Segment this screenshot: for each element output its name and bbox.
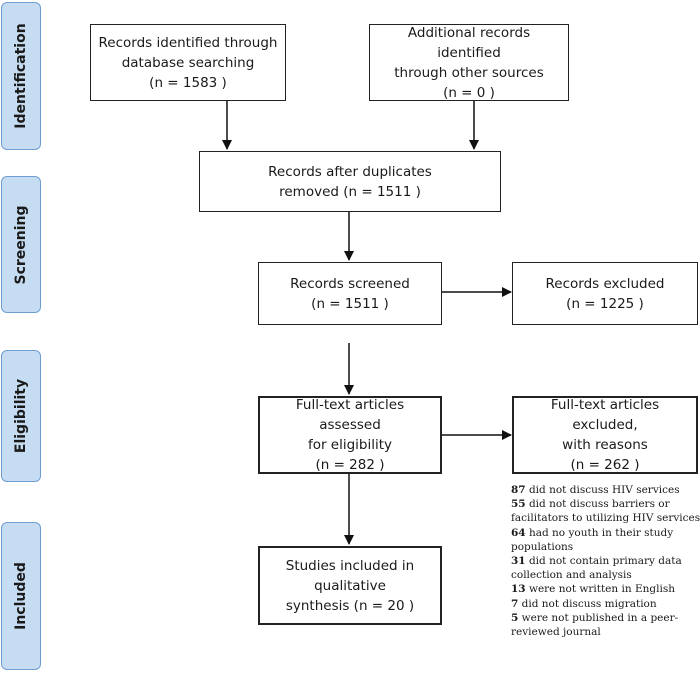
box-database-line1: Records identified through (98, 34, 278, 51)
box-other-line2: through other sources (394, 64, 544, 81)
box-database-line3: (n = 1583 ) (149, 74, 227, 91)
reason-item: 55 did not discuss barriers or facilitat… (511, 498, 700, 525)
box-fulltext-line1: Full-text articles assessed (295, 397, 405, 433)
box-other-line1: Additional records identified (407, 24, 531, 61)
box-included-line2: qualitative (314, 577, 386, 594)
box-duplicates-line1: Records after duplicates (268, 163, 432, 180)
box-fulltext-excluded-line1: Full-text articles excluded, (550, 397, 660, 433)
box-fulltext-excluded-line3: (n = 262 ) (570, 457, 640, 473)
box-other-line3: (n = 0 ) (443, 84, 495, 101)
box-records-screened: Records screened (n = 1511 ) (258, 262, 442, 325)
box-screened-line2: (n = 1511 ) (311, 295, 389, 312)
box-included-line1: Studies included in (285, 557, 415, 574)
reason-item: 87 did not discuss HIV services (511, 484, 680, 496)
reason-item: 31 did not contain primary data collecti… (511, 555, 682, 582)
reason-item: 64 had no youth in their study populatio… (511, 526, 674, 553)
box-excluded-line2: (n = 1225 ) (566, 295, 644, 312)
box-fulltext-assessed: Full-text articles assessed for eligibil… (258, 396, 442, 474)
reason-item: 7 did not discuss migration (511, 597, 657, 610)
phase-screening: Screening (1, 176, 41, 313)
box-studies-included: Studies included in qualitative synthesi… (258, 546, 442, 625)
box-records-excluded: Records excluded (n = 1225 ) (512, 262, 698, 325)
reason-item: 13 were not written in English (511, 583, 675, 596)
box-database-records: Records identified through database sear… (90, 24, 286, 101)
box-fulltext-line2: for eligibility (307, 437, 393, 453)
box-screened-line1: Records screened (290, 275, 410, 292)
box-after-duplicates: Records after duplicates removed (n = 15… (199, 151, 501, 212)
phase-identification: Identification (1, 2, 41, 150)
box-duplicates-line2: removed (n = 1511 ) (279, 183, 421, 200)
exclusion-reasons-list: 87 did not discuss HIV services 55 did n… (511, 483, 700, 639)
box-database-line2: database searching (121, 54, 255, 71)
box-excluded-line1: Records excluded (545, 275, 665, 292)
phase-included: Included (1, 522, 41, 670)
box-included-line3: synthesis (n = 20 ) (285, 597, 415, 614)
phase-eligibility: Eligibility (1, 350, 41, 482)
box-fulltext-line3: (n = 282 ) (315, 457, 385, 473)
box-fulltext-excluded-line2: with reasons (562, 437, 648, 453)
box-fulltext-excluded: Full-text articles excluded, with reason… (512, 396, 698, 474)
box-other-records: Additional records identified through ot… (369, 24, 569, 101)
reason-item: 5 were not published in a peer-reviewed … (511, 611, 679, 639)
